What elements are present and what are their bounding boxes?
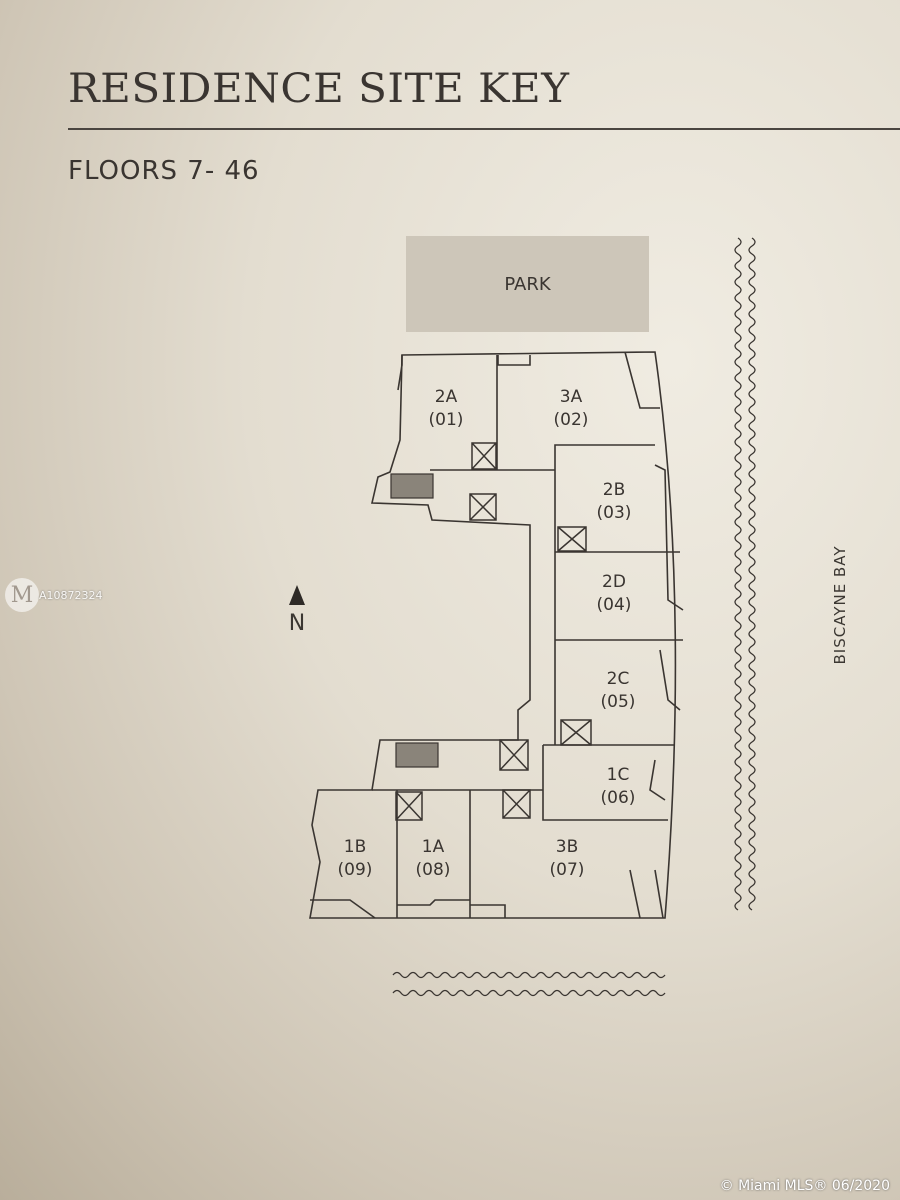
unit-name: 2A — [434, 387, 458, 407]
unit-name: 1C — [606, 765, 630, 785]
unit-2c: 2C (05) — [601, 668, 636, 714]
mls-watermark: M A10872324 — [5, 578, 103, 612]
elevator-icon — [471, 442, 497, 470]
listing-id: A10872324 — [39, 588, 103, 602]
unit-number: (06) — [600, 788, 636, 808]
floors-subtitle: FLOORS 7- 46 — [68, 156, 260, 186]
building-outline — [309, 351, 677, 919]
unit-name: 2C — [606, 669, 630, 689]
unit-name: 2B — [602, 480, 626, 500]
elevator-icon — [557, 526, 587, 552]
mls-logo-icon: M — [5, 578, 39, 612]
elevator-icon — [499, 739, 529, 771]
elevator-icon — [469, 493, 497, 521]
unit-name: 2D — [602, 572, 626, 592]
park-area: PARK — [406, 236, 649, 332]
unit-number: (07) — [549, 860, 585, 880]
park-label: PARK — [504, 273, 551, 295]
wave-line — [734, 237, 742, 911]
north-arrow-icon — [289, 585, 305, 605]
unit-number: (05) — [600, 692, 636, 712]
unit-3a: 3A (02) — [554, 386, 589, 432]
unit-number: (08) — [415, 860, 451, 880]
unit-number: (02) — [553, 410, 589, 430]
elevator-icon — [560, 719, 592, 746]
north-label: N — [288, 611, 306, 636]
wave-line — [392, 989, 666, 997]
title-divider — [68, 128, 900, 130]
unit-name: 1B — [343, 837, 367, 857]
unit-number: (03) — [596, 503, 632, 523]
water-waves-right — [734, 237, 756, 911]
page-title: RESIDENCE SITE KEY — [68, 66, 570, 112]
copyright-text: © Miami MLS® 06/2020 — [719, 1178, 890, 1194]
unit-number: (04) — [596, 595, 632, 615]
unit-name: 3A — [559, 387, 583, 407]
north-arrow: N — [285, 585, 309, 636]
stair-icon — [395, 742, 439, 768]
unit-1b: 1B (09) — [338, 836, 373, 882]
elevator-icon — [502, 789, 531, 819]
elevator-icon — [395, 791, 423, 821]
unit-2b: 2B (03) — [597, 479, 632, 525]
unit-1c: 1C (06) — [601, 764, 636, 810]
biscayne-bay-label: BISCAYNE BAY — [831, 545, 849, 665]
interior-walls — [310, 351, 684, 919]
unit-2a: 2A (01) — [429, 386, 464, 432]
unit-2d: 2D (04) — [597, 571, 632, 617]
wave-line — [392, 971, 666, 979]
unit-name: 3B — [555, 837, 579, 857]
elevator-icons — [395, 442, 592, 821]
stair-icon — [390, 473, 434, 499]
unit-3b: 3B (07) — [550, 836, 585, 882]
unit-name: 1A — [421, 837, 445, 857]
wave-line — [748, 237, 756, 911]
unit-number: (01) — [428, 410, 464, 430]
stair-icons — [390, 473, 439, 768]
water-waves-bottom — [392, 971, 666, 997]
unit-number: (09) — [337, 860, 373, 880]
unit-1a: 1A (08) — [416, 836, 451, 882]
